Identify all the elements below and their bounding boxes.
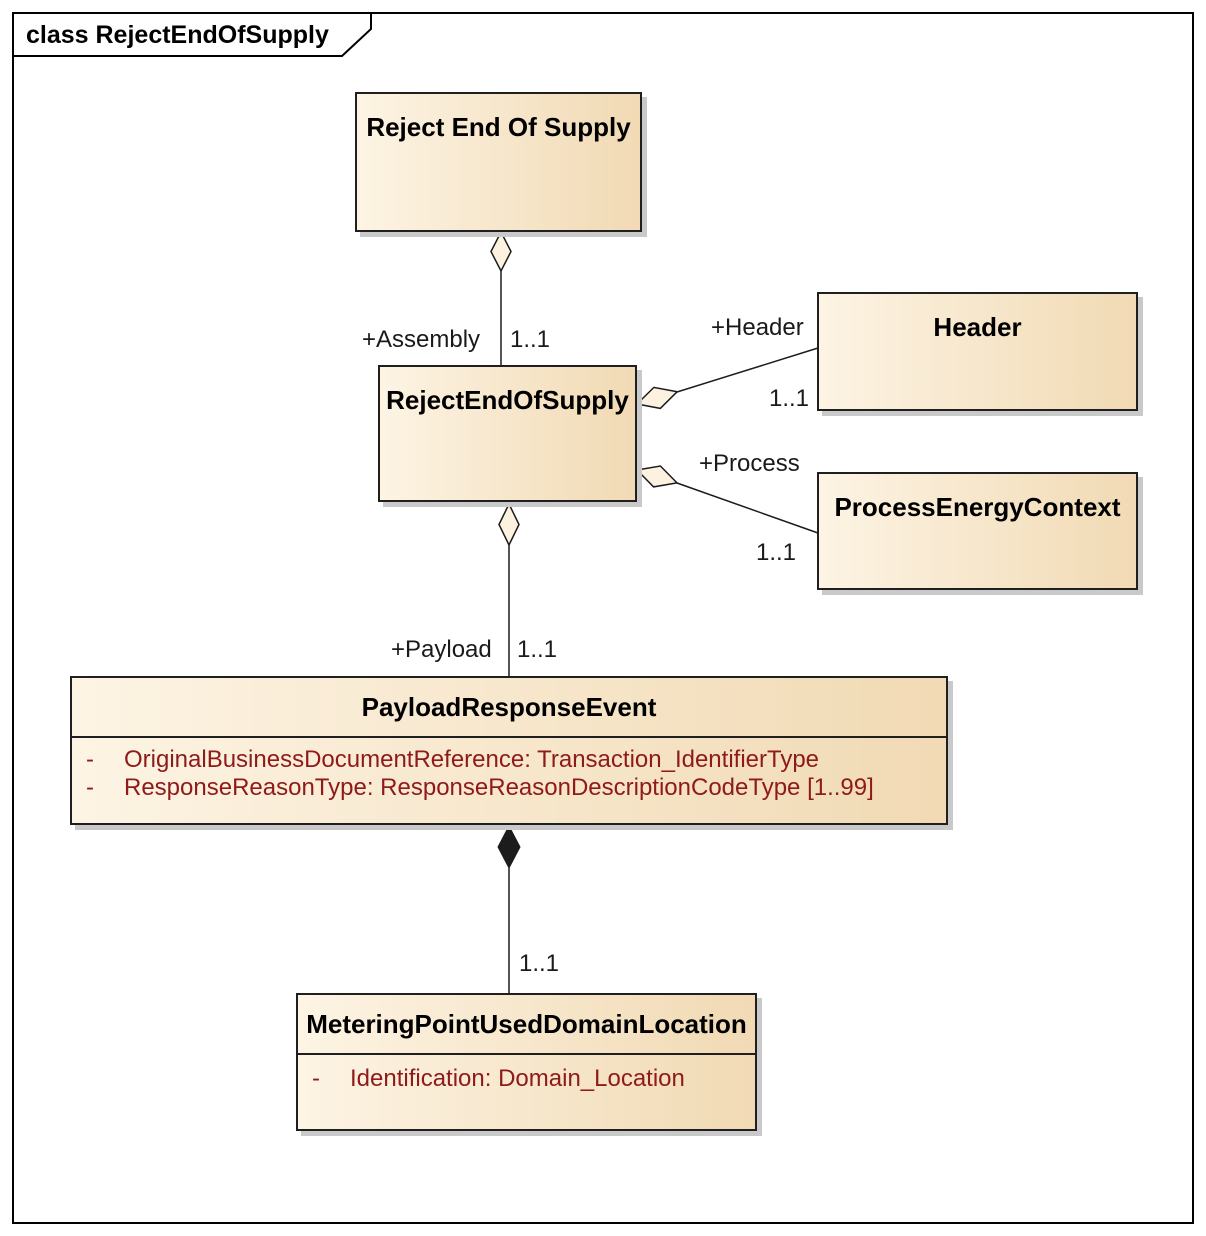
class-node-payload-response-event[interactable]: PayloadResponseEvent - OriginalBusinessD… <box>70 676 948 825</box>
role-label-process: +Process <box>699 450 800 477</box>
class-node-header[interactable]: Header <box>817 292 1138 411</box>
class-name: Reject End Of Supply <box>366 112 631 142</box>
class-name: Header <box>933 312 1022 342</box>
attribute-text: ResponseReasonType: ResponseReasonDescri… <box>124 774 874 801</box>
class-node-reject-end-of-supply-doc[interactable]: Reject End Of Supply <box>355 92 642 232</box>
association-line-process[interactable] <box>676 482 819 534</box>
composition-diamond-metering <box>497 824 521 870</box>
attribute-visibility: - <box>312 1065 320 1092</box>
multiplicity-label-payload: 1..1 <box>517 636 558 663</box>
multiplicity-label-assembly: 1..1 <box>510 326 551 353</box>
class-node-process-energy-context[interactable]: ProcessEnergyContext <box>817 472 1138 590</box>
aggregation-diamond-header <box>635 386 679 410</box>
attribute: - ResponseReasonType: ResponseReasonDesc… <box>72 774 946 802</box>
class-node-reject-end-of-supply[interactable]: RejectEndOfSupply <box>378 365 637 502</box>
attributes-compartment: - Identification: Domain_Location <box>298 1053 755 1093</box>
class-node-metering-point-used-domain-location[interactable]: MeteringPointUsedDomainLocation - Identi… <box>296 993 757 1131</box>
multiplicity-label-header: 1..1 <box>769 385 810 412</box>
role-label-assembly: +Assembly <box>362 326 481 353</box>
multiplicity-label-metering: 1..1 <box>519 950 560 977</box>
attribute-text: Identification: Domain_Location <box>350 1065 685 1092</box>
role-label-header: +Header <box>711 314 804 341</box>
class-name: ProcessEnergyContext <box>834 492 1121 522</box>
attribute: - OriginalBusinessDocumentReference: Tra… <box>72 746 946 774</box>
attribute-visibility: - <box>86 774 94 801</box>
aggregation-diamond-process <box>635 465 679 488</box>
diagram-title: class RejectEndOfSupply <box>26 21 329 49</box>
class-name: MeteringPointUsedDomainLocation <box>306 1008 747 1039</box>
aggregation-diamond-payload <box>498 502 520 547</box>
attribute-text: OriginalBusinessDocumentReference: Trans… <box>124 746 820 773</box>
class-name: RejectEndOfSupply <box>386 385 629 415</box>
class-name: PayloadResponseEvent <box>361 691 657 722</box>
multiplicity-label-process: 1..1 <box>756 539 797 566</box>
role-label-payload: +Payload <box>391 636 492 663</box>
attribute: - Identification: Domain_Location <box>298 1065 755 1093</box>
attribute-visibility: - <box>86 746 94 773</box>
aggregation-diamond-assembly <box>490 230 512 273</box>
attributes-compartment: - OriginalBusinessDocumentReference: Tra… <box>72 736 946 802</box>
